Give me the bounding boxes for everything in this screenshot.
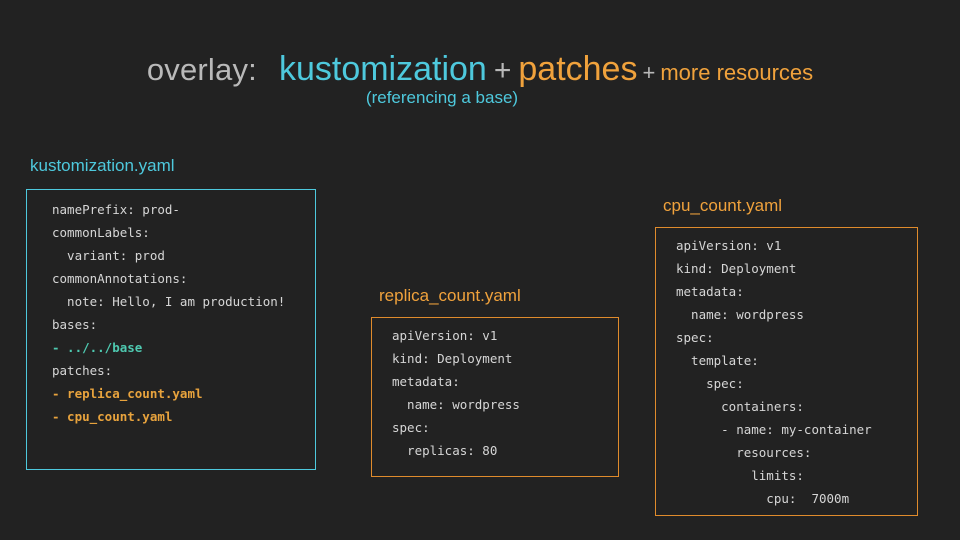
code-line: namePrefix: prod- (52, 202, 180, 217)
code-line: bases: (52, 317, 98, 332)
code-line: template: (676, 353, 759, 368)
heading-prefix: overlay: (146, 52, 257, 87)
code-line: limits: (676, 468, 804, 483)
code-line: spec: (676, 330, 714, 345)
code-line: commonLabels: (52, 225, 150, 240)
code-line: variant: prod (52, 248, 165, 263)
panel-label-replica-count-yaml: replica_count.yaml (379, 286, 521, 305)
heading-term-patches: patches (518, 50, 638, 88)
heading-operator-1: + (493, 54, 512, 87)
code-line: note: Hello, I am production! (52, 294, 286, 309)
slide-heading: overlay:kustomization+patches+more resou… (0, 50, 960, 89)
heading-term-more-resources: more resources (660, 60, 814, 85)
panel-box-cpu-count-yaml (655, 227, 918, 516)
code-line: replicas: 80 (392, 443, 498, 458)
code-line: spec: (676, 376, 744, 391)
panel-label-cpu-count-yaml: cpu_count.yaml (663, 196, 783, 215)
code-block-kustomization-yaml: namePrefix: prod- commonLabels: variant:… (52, 198, 285, 428)
code-line: name: wordpress (392, 397, 520, 412)
code-line: spec: (392, 420, 430, 435)
panel-box-kustomization-yaml (26, 189, 316, 470)
code-line: kind: Deployment (392, 351, 513, 366)
code-line-highlight-base: - ../../base (52, 340, 143, 355)
code-line-highlight-replica-count: - replica_count.yaml (52, 386, 203, 401)
code-line: metadata: (676, 284, 744, 299)
code-line: patches: (52, 363, 113, 378)
heading-term-kustomization: kustomization (278, 50, 487, 88)
code-line: kind: Deployment (676, 261, 797, 276)
panel-label-kustomization-yaml: kustomization.yaml (30, 156, 175, 175)
code-line: resources: (676, 445, 812, 460)
code-line: apiVersion: v1 (392, 328, 498, 343)
code-line: cpu: 7000m (676, 491, 850, 506)
code-block-replica-count-yaml: apiVersion: v1 kind: Deployment metadata… (392, 324, 520, 462)
code-line-highlight-cpu-count: - cpu_count.yaml (52, 409, 173, 424)
heading-subtitle: (referencing a base) (365, 88, 519, 107)
code-line: metadata: (392, 374, 460, 389)
heading-operator-2: + (642, 60, 656, 85)
code-line: apiVersion: v1 (676, 238, 782, 253)
code-line: - name: my-container (676, 422, 872, 437)
panel-box-replica-count-yaml (371, 317, 619, 477)
code-line: commonAnnotations: (52, 271, 188, 286)
code-block-cpu-count-yaml: apiVersion: v1 kind: Deployment metadata… (676, 234, 872, 510)
code-line: containers: (676, 399, 804, 414)
code-line: name: wordpress (676, 307, 804, 322)
